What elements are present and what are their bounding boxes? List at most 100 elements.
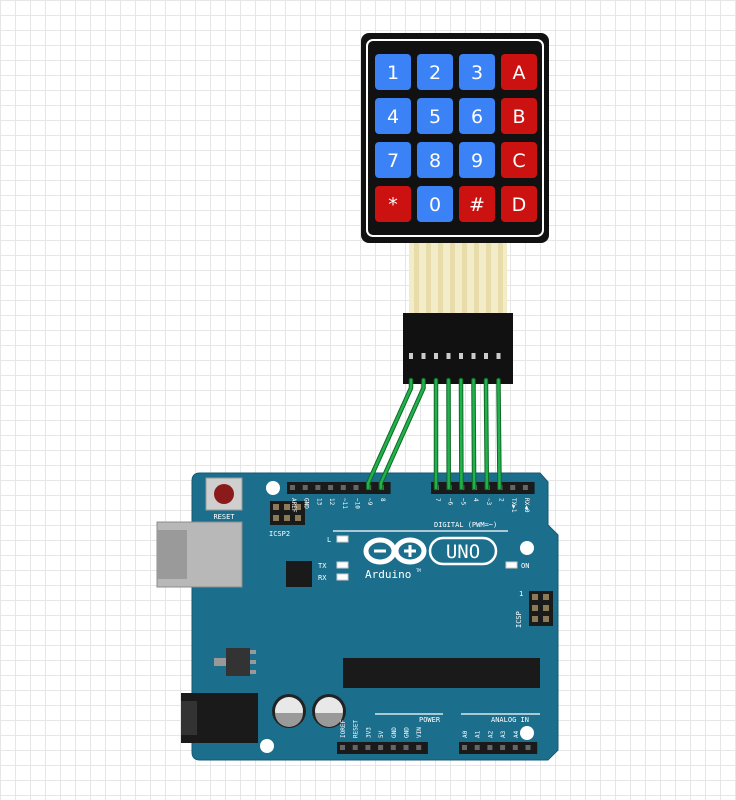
header-socket [378,745,384,750]
capacitor [272,694,306,728]
pin-label: VIN [416,727,423,738]
pin-label: GND [303,498,310,509]
pin-label: ~6 [447,498,454,506]
uno-badge [428,536,498,566]
header-socket [390,745,396,750]
mounting-hole [520,726,534,740]
connector-pin [409,353,413,359]
icsp-pin [543,594,549,600]
key-label: 6 [471,106,483,128]
key-label: D [512,194,527,216]
key-label: 9 [471,150,483,172]
header-socket [510,485,516,490]
pin-label: GND [404,727,411,738]
key-face [459,186,495,222]
connector-body [403,313,513,384]
board-pcb [191,472,559,761]
pin-label: A5 [526,730,533,738]
key-face [459,142,495,178]
key-label: 4 [387,106,399,128]
pin-label: TX▶1 [510,498,517,513]
keypad-key: 2 [417,54,453,90]
analog-header [459,742,538,754]
header-socket [462,745,467,750]
key-label: 0 [429,194,441,216]
key-face [501,98,537,134]
led-rx-label: RX [318,574,327,582]
keypad-key: A [501,54,537,90]
connector-pin [421,353,426,359]
header-socket [403,745,409,750]
connector-pin [446,353,451,359]
key-face [375,186,411,222]
pin-label: 7 [434,498,441,502]
keypad-key: 5 [417,98,453,134]
mounting-hole [260,739,274,753]
header-body [431,482,535,494]
voltage-regulator [226,648,250,676]
key-label: * [388,194,398,216]
icsp-header [529,591,553,626]
pin-label: IOREF [340,720,347,738]
pin-label: 3V3 [365,727,372,738]
header-socket [525,745,531,750]
key-label: 5 [429,106,441,128]
key-face [417,98,453,134]
led-l [336,535,349,543]
key-face [501,142,537,178]
board-model: UNO [446,541,480,563]
icsp-pin [295,515,301,521]
digital-header-left [287,482,391,494]
pin-label: 12 [328,498,335,506]
icsp-pin [532,594,538,600]
keypad-key: 6 [459,98,495,134]
icsp2-label: ICSP2 [269,530,290,538]
power-jack-inner [181,701,197,735]
pin-label: 5V [378,730,385,738]
key-label: 3 [471,62,483,84]
header-socket [474,745,480,750]
header-socket [512,745,518,750]
header-socket [522,485,528,490]
jumper-wire [365,377,414,491]
header-socket [302,485,308,490]
jumper-wire [483,377,490,491]
icsp-pin [284,515,290,521]
keypad-key: 9 [459,142,495,178]
led-rx [336,573,349,581]
mcu-chip [343,658,540,688]
key-face [459,98,495,134]
header-socket [290,485,295,490]
led-l-label: L [327,536,331,544]
key-label: 8 [429,150,441,172]
keypad-key: # [459,186,495,222]
connector-pin [459,353,463,359]
reset-button-cap [214,484,234,504]
led-tx [336,561,349,569]
key-face [375,54,411,90]
key-face [417,142,453,178]
mounting-hole [520,541,534,555]
icsp-pin [543,616,549,622]
icsp-pin [284,504,290,510]
connector-pin [496,353,501,359]
keypad-key: 0 [417,186,453,222]
ribbon-conductor [462,243,467,313]
key-face [375,142,411,178]
icsp2-header [270,501,305,525]
usb-chip [286,561,312,587]
reset-label: RESET [213,513,235,521]
logo-trademark: TM [416,568,421,573]
keypad-connector [403,313,513,384]
header-socket [416,745,422,750]
key-face [459,54,495,90]
key-face [501,186,537,222]
wires [365,377,502,491]
jumper-wire [471,377,477,491]
mounting-hole [266,481,280,495]
keypad-key: D [501,186,537,222]
icsp-pin [273,504,279,510]
